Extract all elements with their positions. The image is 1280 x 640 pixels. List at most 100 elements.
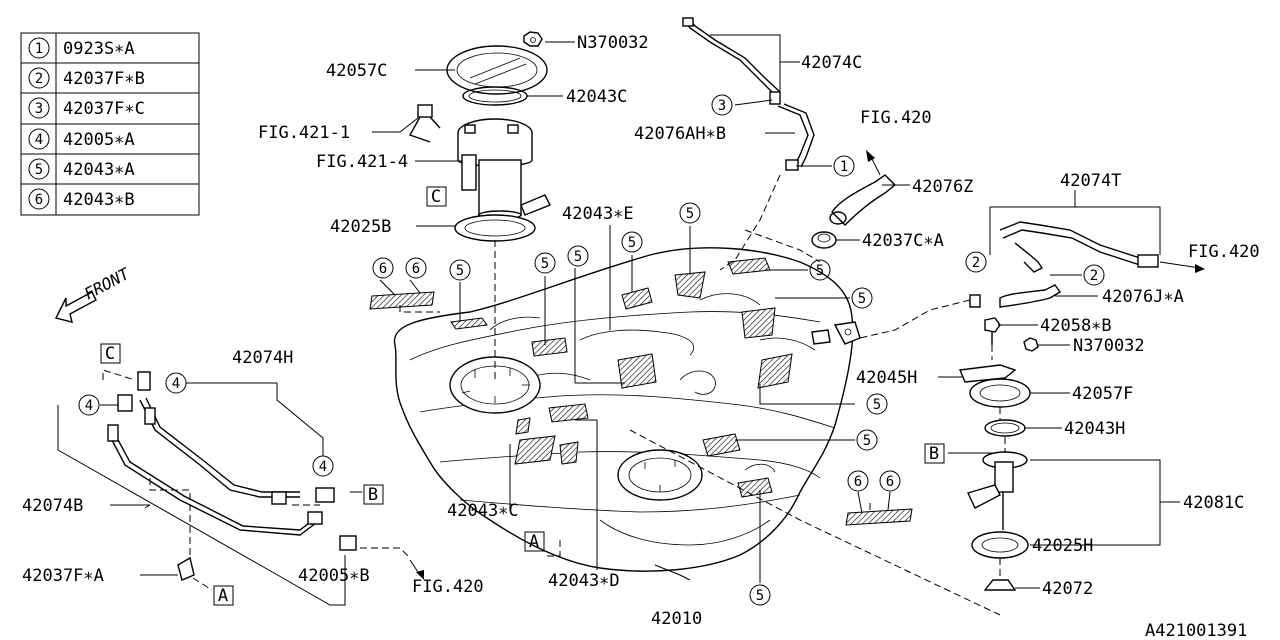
callout-2a: 2 xyxy=(972,255,980,271)
label-42057C: 42057C xyxy=(326,61,387,81)
part-labels: N370032 42074C 42057C 42043C FIG.421-1 4… xyxy=(22,33,1260,640)
legend-part-1: 0923S∗A xyxy=(63,39,135,59)
label-42081C: 42081C xyxy=(1183,493,1244,513)
front-label: FRONT xyxy=(81,264,134,304)
legend-num-1: 1 xyxy=(35,41,43,57)
callout-5a: 5 xyxy=(686,206,694,222)
label-42074B: 42074B xyxy=(22,496,83,516)
label-42076AH-B: 42076AH∗B xyxy=(634,124,726,144)
legend-part-4: 42005∗A xyxy=(63,130,135,150)
label-42010: 42010 xyxy=(651,609,702,629)
label-fig420-top: FIG.420 xyxy=(860,108,932,128)
callout-4b: 4 xyxy=(85,398,93,414)
legend-part-6: 42043∗B xyxy=(63,190,135,210)
legend-num-4: 4 xyxy=(35,132,43,148)
label-42074H: 42074H xyxy=(232,348,293,368)
label-42076Z: 42076Z xyxy=(912,177,973,197)
tube-42074T xyxy=(999,221,1159,273)
label-42076J-A: 42076J∗A xyxy=(1102,287,1184,307)
front-arrow-icon: FRONT xyxy=(54,264,134,323)
callout-5f: 5 xyxy=(816,263,824,279)
nut-n370032-top xyxy=(523,31,543,47)
circle-callouts: 3 1 2 2 5 5 5 5 5 5 5 5 5 5 6 6 6 6 4 xyxy=(78,94,1105,606)
legend-row-4: 4 42005∗A xyxy=(28,128,135,150)
legend-num-6: 6 xyxy=(35,192,43,208)
pump-42081C xyxy=(967,451,1028,530)
leader-lines xyxy=(57,34,1180,606)
callout-5j: 5 xyxy=(756,588,764,604)
ref-box-c-top: C xyxy=(431,187,441,207)
label-42037C-A: 42037C∗A xyxy=(862,231,944,251)
label-42074C: 42074C xyxy=(801,53,862,73)
label-fig421-1: FIG.421-1 xyxy=(258,123,350,143)
label-42074T: 42074T xyxy=(1060,171,1121,191)
legend-row-1: 1 0923S∗A xyxy=(28,37,135,59)
legend-row-5: 5 42043∗A xyxy=(28,158,135,180)
legend-row-3: 3 42037F∗C xyxy=(28,97,145,119)
legend-num-2: 2 xyxy=(35,71,43,87)
label-42043-D: 42043∗D xyxy=(548,571,620,591)
label-n370032-top: N370032 xyxy=(577,33,649,53)
callout-5c: 5 xyxy=(541,256,549,272)
callout-6c: 6 xyxy=(854,474,862,490)
callout-5d: 5 xyxy=(574,249,582,265)
part-42072 xyxy=(983,579,1017,591)
ref-box-a-left: A xyxy=(218,586,228,606)
tube-42074B xyxy=(107,394,357,551)
legend-row-2: 2 42037F∗B xyxy=(28,67,145,89)
legend-part-2: 42037F∗B xyxy=(63,69,145,89)
label-42025H: 42025H xyxy=(1032,536,1093,556)
callout-5g: 5 xyxy=(858,291,866,307)
legend-num-3: 3 xyxy=(35,101,43,117)
callout-3: 3 xyxy=(718,98,726,114)
tank-pads xyxy=(369,257,913,526)
legend-part-5: 42043∗A xyxy=(63,160,135,180)
callout-1: 1 xyxy=(840,159,848,175)
callout-5i: 5 xyxy=(863,433,871,449)
boxed-refs: C C B B A A xyxy=(100,186,945,606)
hose-42076Z xyxy=(829,174,897,226)
gasket-42043H xyxy=(984,419,1026,437)
fuel-pump-top-assembly xyxy=(408,45,551,242)
ref-box-b-right: B xyxy=(929,444,939,464)
label-42045H: 42045H xyxy=(856,368,917,388)
hose-42076J xyxy=(999,284,1062,308)
dashed-lines xyxy=(102,174,1006,616)
nut-n370032-right xyxy=(1023,337,1039,352)
label-42005-B: 42005∗B xyxy=(298,566,370,586)
lockring-42057F xyxy=(969,378,1031,408)
label-42043-C: 42043∗C xyxy=(447,501,519,521)
callout-5e: 5 xyxy=(456,263,464,279)
callout-6b: 6 xyxy=(412,261,420,277)
tube-42076AH xyxy=(777,103,815,171)
clamp-42037C xyxy=(811,231,837,249)
part-42045H xyxy=(958,364,1017,383)
legend-num-5: 5 xyxy=(35,162,43,178)
callout-4c: 4 xyxy=(319,459,327,475)
legend-part-3: 42037F∗C xyxy=(63,99,145,119)
gasket-42025H xyxy=(971,531,1029,559)
label-42072: 42072 xyxy=(1042,579,1093,599)
legend-table: 1 0923S∗A 2 42037F∗B 3 42037F∗C 4 42005∗… xyxy=(20,32,200,216)
callout-6a: 6 xyxy=(379,261,387,277)
tube-42074H xyxy=(137,371,335,505)
callout-4a: 4 xyxy=(172,376,180,392)
callout-5h: 5 xyxy=(873,397,881,413)
label-42043C: 42043C xyxy=(566,87,627,107)
fuel-tank-42010 xyxy=(393,247,861,572)
label-fig420-right: FIG.420 xyxy=(1188,242,1260,262)
label-n370032-right: N370032 xyxy=(1073,336,1145,356)
label-fig421-4: FIG.421-4 xyxy=(316,152,408,172)
clip-42037F-A xyxy=(177,556,195,581)
label-42057F: 42057F xyxy=(1072,384,1133,404)
callout-6d: 6 xyxy=(886,474,894,490)
ref-box-a-center: A xyxy=(529,532,539,552)
ref-box-b-left: B xyxy=(368,485,378,505)
label-42037F-A: 42037F∗A xyxy=(22,566,104,586)
callout-2b: 2 xyxy=(1090,268,1098,284)
bolt-42058B xyxy=(984,317,1001,345)
callout-5b: 5 xyxy=(628,235,636,251)
label-42043H: 42043H xyxy=(1064,419,1125,439)
label-42058-B: 42058∗B xyxy=(1040,316,1112,336)
label-fig420-bottom: FIG.420 xyxy=(412,577,484,597)
